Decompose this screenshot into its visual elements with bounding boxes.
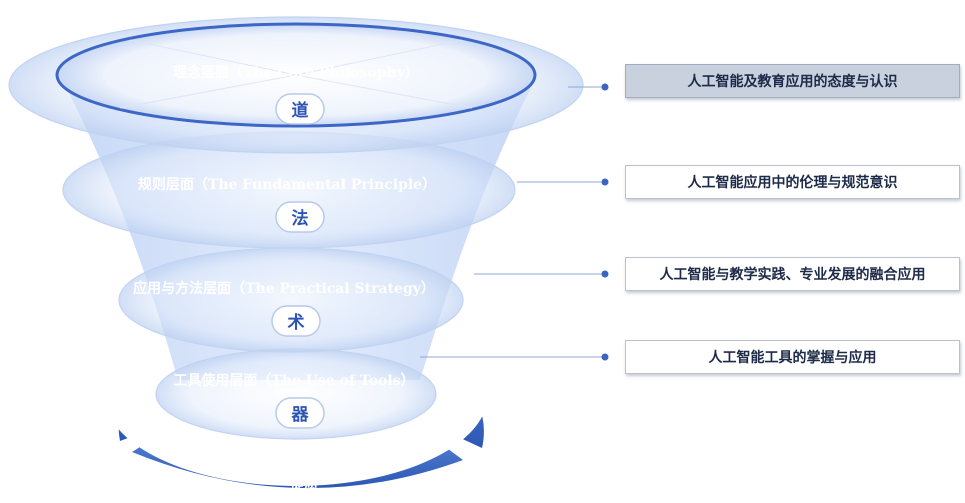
layer-label-principle: 规则层面（The Fundamental Principle） bbox=[138, 176, 436, 193]
layer-label-philosophy: 理念层面（The Core Philosophy） bbox=[173, 64, 419, 81]
level-badge-shu: 术 bbox=[271, 305, 321, 337]
svg-text:术: 术 bbox=[288, 312, 305, 333]
svg-text:法: 法 bbox=[292, 208, 309, 229]
ring-label-bottom: 提质 bbox=[290, 476, 318, 493]
connector-dot bbox=[601, 270, 609, 278]
note-practice: 人工智能与教学实践、专业发展的融合应用 bbox=[625, 257, 960, 291]
ring-label-right: 创新 bbox=[492, 401, 521, 418]
svg-text:道: 道 bbox=[292, 100, 309, 121]
note-tools: 人工智能工具的掌握与应用 bbox=[625, 340, 960, 374]
note-principle: 人工智能应用中的伦理与规范意识 bbox=[625, 165, 960, 199]
level-badge-dao: 道 bbox=[275, 93, 325, 125]
layer-label-tools: 工具使用层面（The Use of Tools） bbox=[173, 372, 414, 389]
connector-dot bbox=[601, 83, 609, 91]
layer-label-practice: 应用与方法层面（The Practical Strategy） bbox=[133, 280, 435, 297]
disc-spokes bbox=[119, 39, 473, 109]
level-badge-qi: 器 bbox=[275, 397, 325, 429]
svg-text:器: 器 bbox=[291, 405, 310, 425]
connector-dot bbox=[601, 353, 609, 361]
connector-dot bbox=[601, 178, 609, 186]
connectors bbox=[420, 83, 609, 361]
ring-label-left: 减负 bbox=[74, 401, 102, 418]
note-philosophy: 人工智能及教育应用的态度与认识 bbox=[625, 64, 960, 98]
level-badge-fa: 法 bbox=[275, 201, 325, 233]
